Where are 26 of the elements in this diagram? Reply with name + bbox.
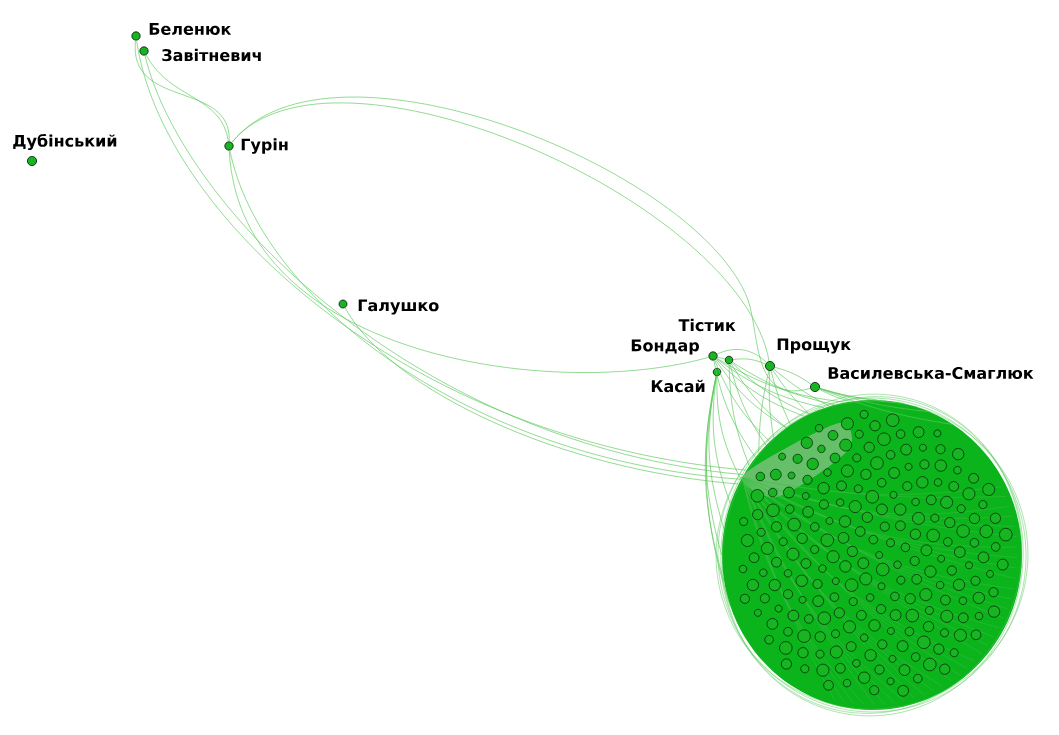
node-label: Касай (651, 379, 705, 393)
node-label: Завітневич (162, 48, 261, 62)
connector-line (716, 349, 767, 363)
connector-line (704, 375, 742, 607)
node-label: Галушко (358, 299, 439, 315)
connector-line (728, 361, 835, 467)
connector-line (758, 368, 830, 454)
node-label: Беленюк (149, 23, 232, 35)
node-label: Василевська-Смаглюк (828, 366, 1034, 380)
connector-line (819, 388, 954, 425)
connector-line (145, 54, 229, 142)
connector-line (713, 358, 846, 458)
connector-line (228, 150, 709, 373)
node-label: Гурін (241, 138, 288, 154)
node-label: Тістик (678, 318, 736, 332)
connector-line (231, 96, 811, 392)
connector-line (135, 40, 230, 142)
node-label: Бондар (631, 339, 699, 355)
connector-line (717, 356, 726, 360)
node-label: Дубінський (13, 133, 117, 151)
connector-line (774, 366, 812, 385)
cluster-drawing (716, 393, 1028, 717)
connector-line (229, 150, 742, 480)
node-label: Прощук (777, 338, 851, 354)
connector-line (344, 307, 739, 485)
connector-line (732, 358, 766, 365)
